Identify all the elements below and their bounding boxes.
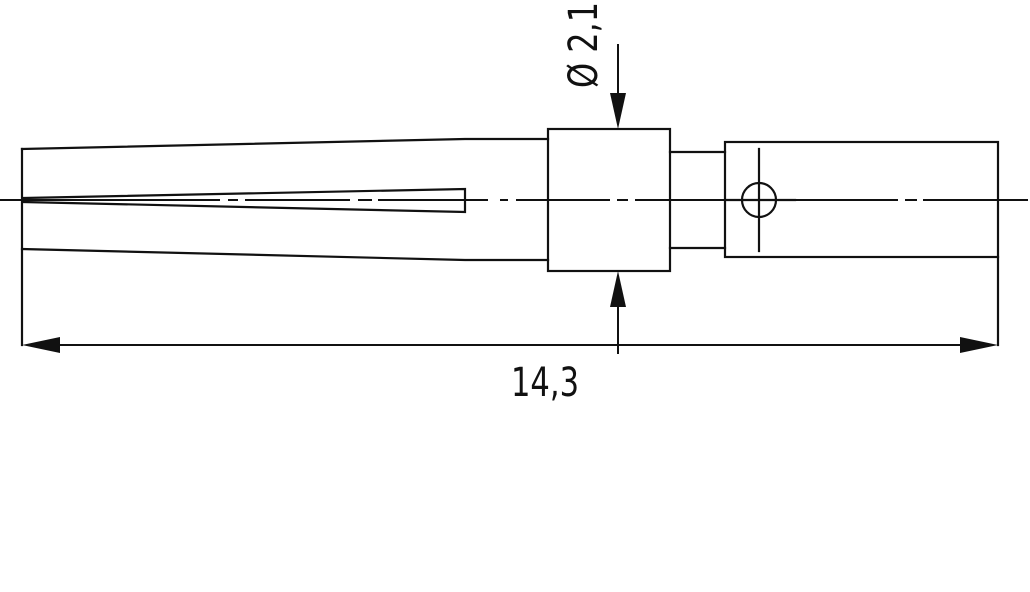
crimp-barrel: [723, 140, 1000, 347]
diameter-dimension-label: Ø 2,1: [561, 2, 607, 88]
arrow-down-icon: [610, 93, 626, 129]
pin-tip: [20, 137, 550, 347]
neck: [668, 150, 727, 250]
arrow-right-icon: [960, 337, 998, 353]
diameter-dimension: Ø 2,1: [561, 2, 626, 354]
length-dimension: 14,3: [22, 337, 998, 406]
arrow-left-icon: [22, 337, 60, 353]
pin-slot: [22, 187, 467, 214]
arrow-up-icon: [610, 271, 626, 307]
collar: [546, 127, 672, 273]
length-dimension-label: 14,3: [511, 360, 579, 406]
inspection-hole-icon: [723, 147, 797, 253]
